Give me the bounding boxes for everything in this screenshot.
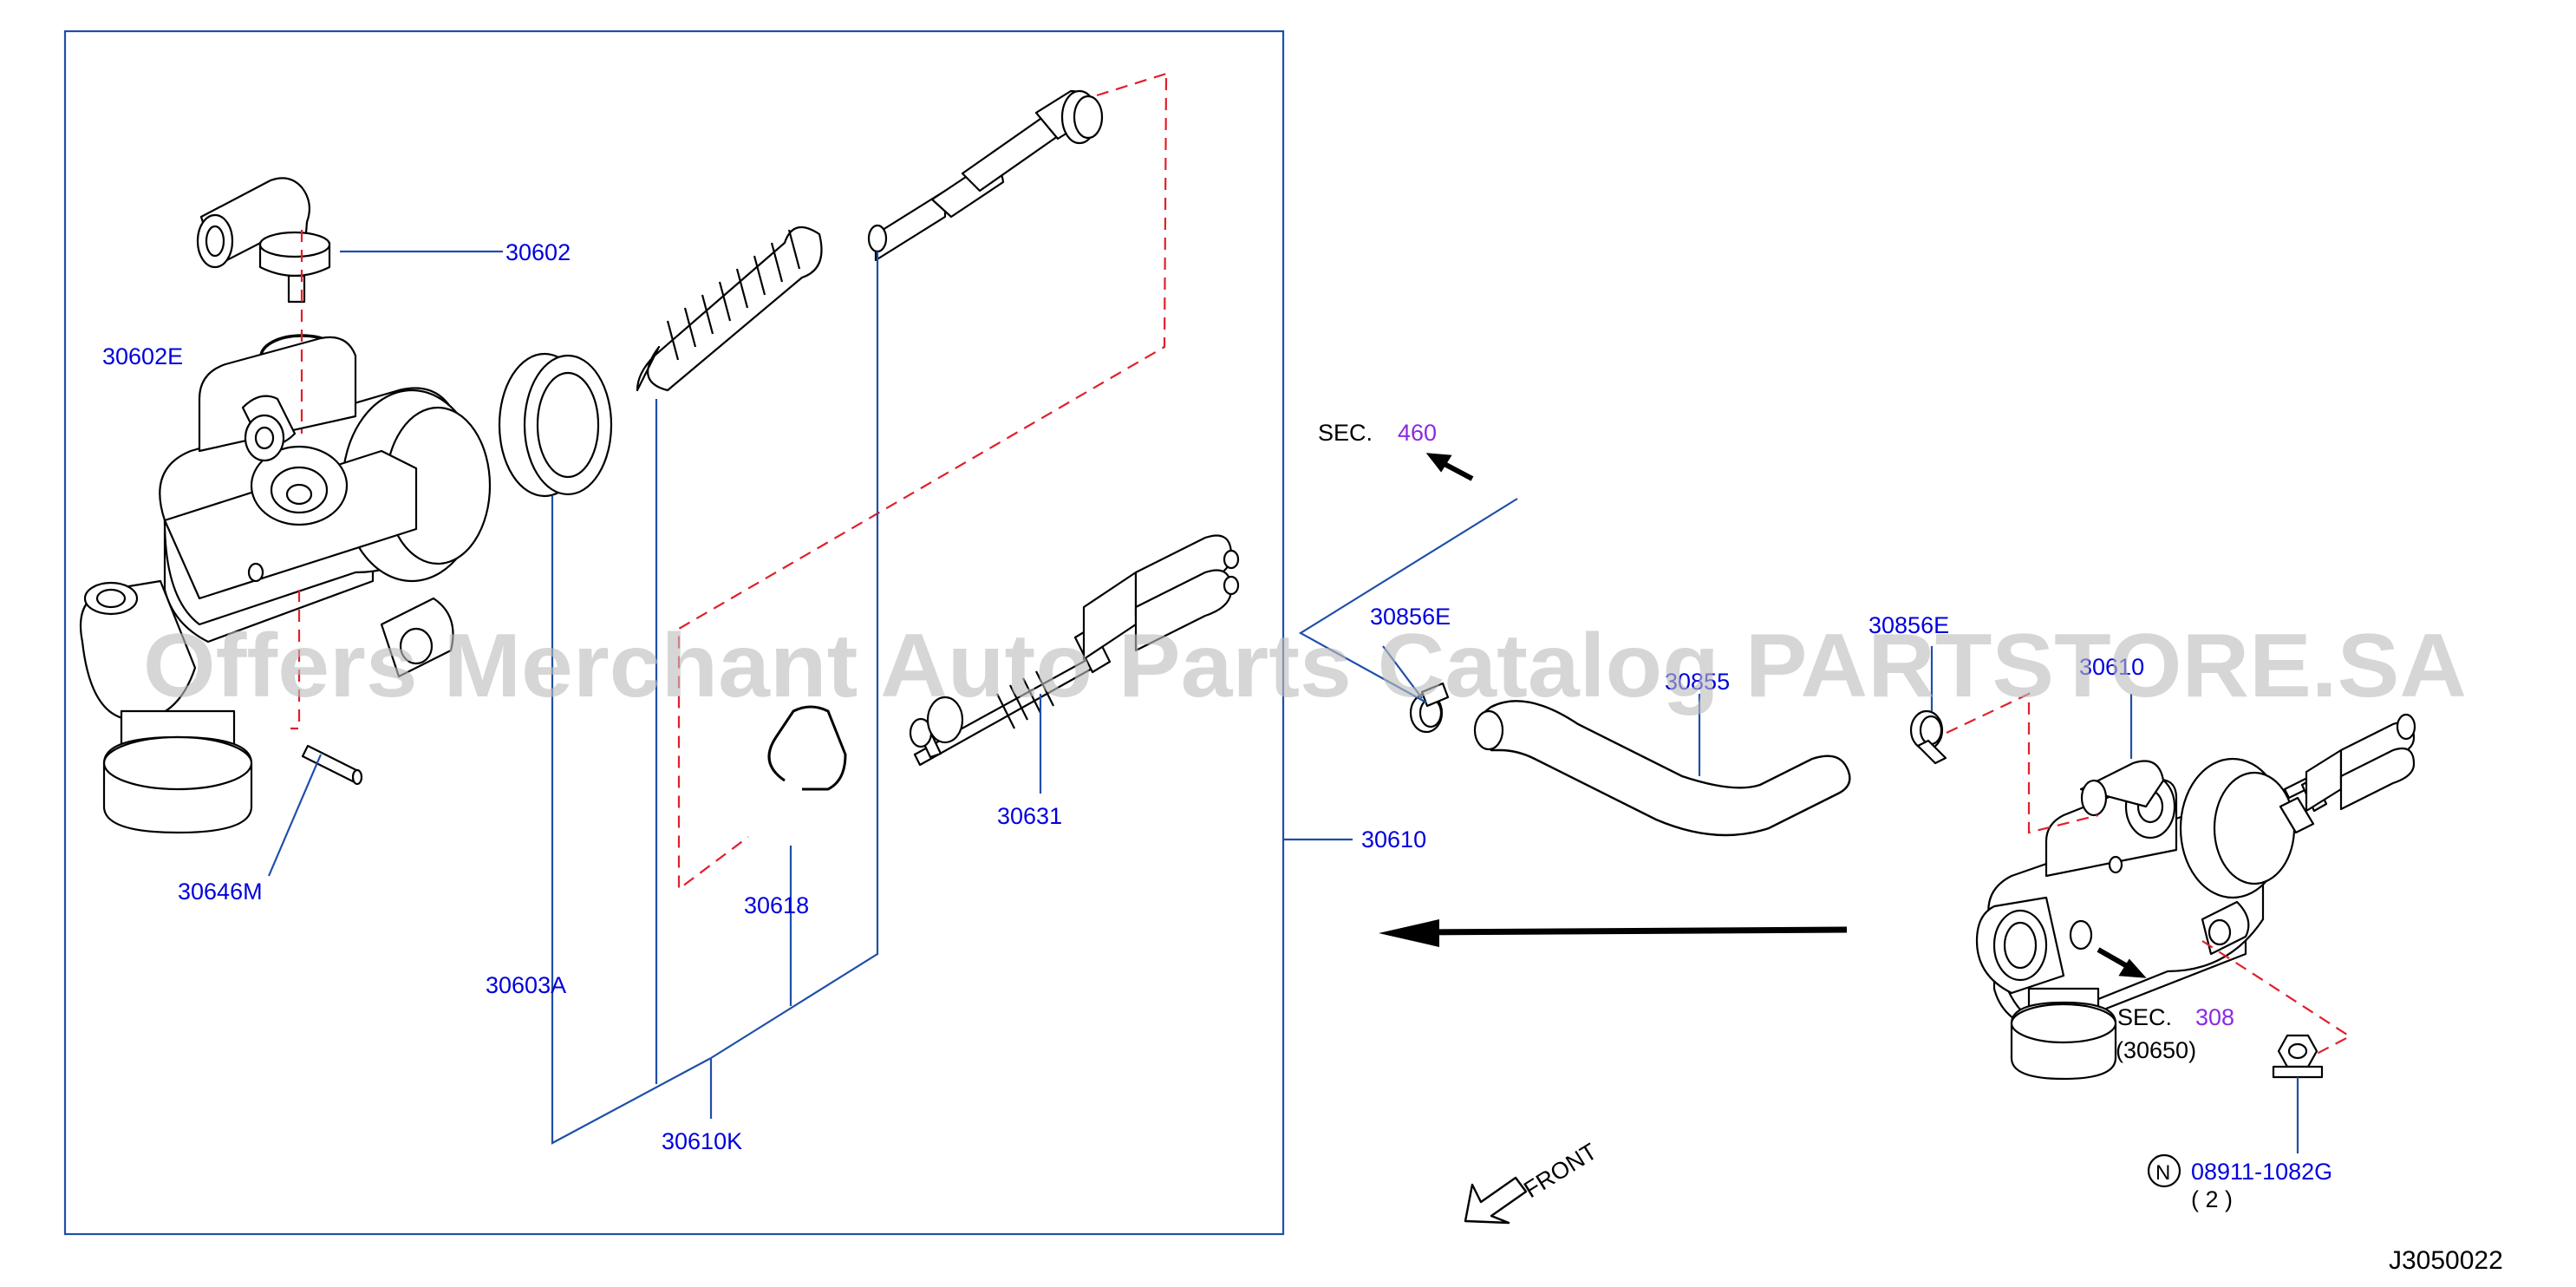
label-30602: 30602 xyxy=(505,239,571,265)
sec460-number: 460 xyxy=(1398,420,1437,446)
spring-pin-30646m xyxy=(301,744,363,786)
snap-ring-30618 xyxy=(767,705,847,791)
label-30603a: 30603A xyxy=(486,972,566,998)
n-symbol-circle xyxy=(2147,1153,2181,1188)
leader-30646m xyxy=(267,754,323,877)
watermark: Offers Merchant Auto Parts Catalog PARTS… xyxy=(143,616,2467,716)
label-30646m: 30646M xyxy=(178,879,263,905)
label-30618: 30618 xyxy=(744,892,809,918)
leader-piston xyxy=(710,252,879,1059)
sec460-arrowhead xyxy=(1425,453,1452,473)
assembly-line-piston-bore xyxy=(677,77,1168,892)
label-30610k: 30610K xyxy=(662,1128,742,1154)
front-arrow-icon xyxy=(1464,1176,1528,1225)
label-30610-box: 30610 xyxy=(1361,826,1426,853)
piston-seal-30603a xyxy=(498,352,613,498)
label-30856e-right: 30856E xyxy=(1868,612,1949,638)
label-30602e: 30602E xyxy=(102,343,183,369)
label-08911-1082g: 08911-1082G xyxy=(2191,1159,2332,1185)
hose-clamp-left-30856e xyxy=(1409,682,1450,734)
direction-arrow-head xyxy=(1379,919,1439,947)
label-30856e-left: 30856E xyxy=(1370,604,1451,630)
hose-clamp-right-30856e xyxy=(1909,709,1947,765)
assembled-master-cylinder-30610 xyxy=(1975,713,2416,1081)
sec308-arrowhead xyxy=(2118,958,2147,978)
assembly-line-piston-top xyxy=(1096,72,1167,97)
front-label: FRONT xyxy=(1519,1138,1601,1203)
master-cylinder-body xyxy=(79,336,492,834)
sec460-label: SEC. xyxy=(1318,420,1373,446)
sec308-subref: (30650) xyxy=(2116,1037,2196,1063)
label-08911-qty: ( 2 ) xyxy=(2191,1186,2233,1212)
label-30610-right: 30610 xyxy=(2079,654,2144,680)
label-30855: 30855 xyxy=(1665,669,1730,695)
push-rod-clevis-30631 xyxy=(909,534,1240,767)
reservoir-elbow-fitting xyxy=(196,177,331,304)
sec308-label: SEC. xyxy=(2117,1004,2172,1030)
diagram-code: J3050022 xyxy=(2389,1246,2503,1275)
sec308-arrow xyxy=(2097,947,2130,970)
n-symbol-letter: N xyxy=(2155,1161,2170,1185)
assembly-line-nut xyxy=(2201,940,2352,1055)
leader-30603a xyxy=(551,496,712,1145)
piston-assembly xyxy=(867,89,1104,262)
leader-sec460 xyxy=(1298,498,1518,703)
return-spring xyxy=(636,225,823,392)
label-30631: 30631 xyxy=(997,803,1062,829)
leader-30856e-left xyxy=(1382,645,1423,699)
clutch-hose-30855 xyxy=(1473,700,1851,837)
sec460-arrow xyxy=(1441,461,1474,481)
flange-nut-08911-1082g xyxy=(2272,1034,2324,1079)
direction-arrow-line xyxy=(1421,926,1848,936)
assembly-line-pin xyxy=(290,590,301,730)
sec308-number: 308 xyxy=(2195,1004,2234,1030)
assembly-line-hose-right xyxy=(1946,692,2099,834)
assembly-frame-30610 xyxy=(63,29,1285,1236)
